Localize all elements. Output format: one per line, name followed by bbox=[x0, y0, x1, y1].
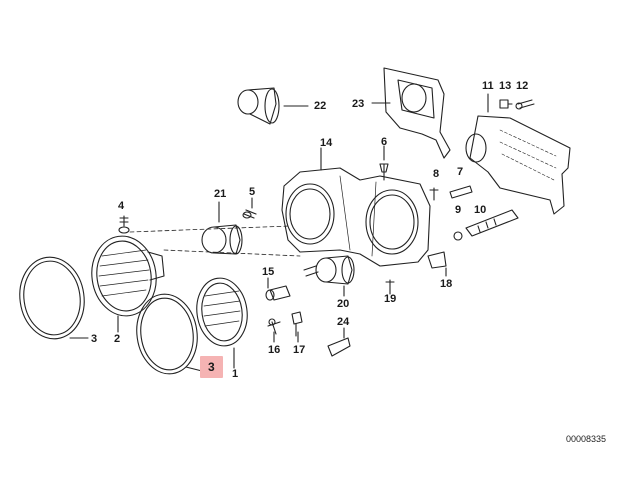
housing-cover-11 bbox=[465, 115, 571, 215]
callout-24: 24 bbox=[337, 316, 350, 328]
callout-12: 12 bbox=[516, 80, 529, 92]
bracket-23 bbox=[383, 67, 451, 159]
headlight-left bbox=[91, 235, 165, 317]
callout-2: 2 bbox=[114, 333, 121, 345]
adjust-screw bbox=[118, 215, 130, 234]
document-number: 00008335 bbox=[566, 434, 607, 444]
callout-11: 11 bbox=[482, 80, 494, 92]
callout-19: 19 bbox=[384, 293, 397, 305]
callout-18: 18 bbox=[440, 278, 453, 290]
clip-7 bbox=[449, 185, 473, 199]
bulb-socket-20 bbox=[303, 255, 355, 285]
grommet-9 bbox=[453, 231, 463, 241]
callout-5: 5 bbox=[249, 186, 256, 198]
callout-8: 8 bbox=[433, 168, 440, 180]
headlight-carrier-14 bbox=[281, 167, 431, 267]
callout-3-left: 3 bbox=[91, 333, 98, 345]
callout-3-highlighted[interactable]: 3 bbox=[200, 356, 223, 378]
screw-5 bbox=[242, 209, 257, 219]
callout-13: 13 bbox=[499, 80, 512, 92]
callout-21: 21 bbox=[214, 188, 227, 200]
bracket-18 bbox=[427, 251, 447, 269]
callout-4: 4 bbox=[118, 200, 125, 212]
screw-12 bbox=[515, 99, 535, 110]
trim-ring-left bbox=[19, 256, 85, 340]
pin-6 bbox=[379, 163, 389, 181]
screw-8 bbox=[429, 187, 439, 201]
clip-13 bbox=[499, 99, 513, 109]
trim-ring-right bbox=[136, 293, 198, 375]
callout-6: 6 bbox=[381, 136, 388, 148]
callout-15: 15 bbox=[262, 266, 275, 278]
headlight-right bbox=[196, 277, 248, 347]
callout-9: 9 bbox=[455, 204, 462, 216]
bulb-15 bbox=[265, 285, 291, 301]
bulb-socket-21 bbox=[201, 224, 243, 255]
bulb-16 bbox=[267, 318, 281, 335]
cover-cap-22 bbox=[237, 87, 280, 125]
callout-20: 20 bbox=[337, 298, 350, 310]
callout-22: 22 bbox=[314, 100, 327, 112]
callout-14: 14 bbox=[320, 137, 333, 149]
callout-23: 23 bbox=[352, 98, 365, 110]
callout-16: 16 bbox=[268, 344, 281, 356]
leader-3b bbox=[185, 366, 203, 372]
bulb-17 bbox=[291, 311, 303, 337]
adjuster-10 bbox=[465, 209, 519, 237]
clip-24 bbox=[327, 337, 351, 357]
callout-10: 10 bbox=[474, 204, 487, 216]
callout-17: 17 bbox=[293, 344, 306, 356]
callout-1: 1 bbox=[232, 368, 239, 380]
screw-19 bbox=[385, 279, 395, 291]
callout-7: 7 bbox=[457, 166, 464, 178]
